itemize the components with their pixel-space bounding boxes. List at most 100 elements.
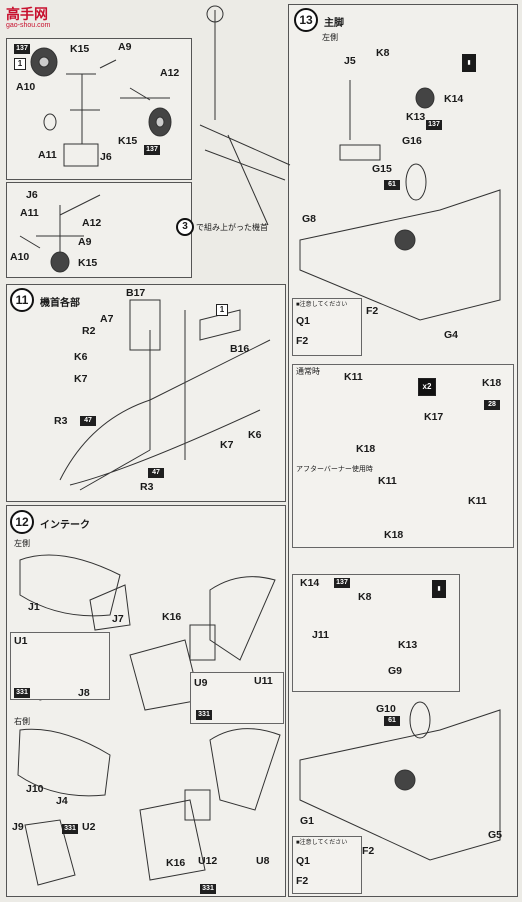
part-label-a10: A10 (16, 81, 36, 93)
caution-note: ■注意してください (296, 302, 348, 308)
part-label-q1: Q1 (296, 855, 311, 867)
part-label-f2: F2 (366, 305, 379, 317)
step-title: 機首各部 (40, 298, 80, 309)
part-label-k18: K18 (384, 529, 404, 541)
step-number-circle: 12 (10, 510, 34, 534)
step-title: インテーク (40, 520, 90, 531)
part-label-j9: J9 (12, 821, 24, 833)
part-label-j7: J7 (112, 613, 124, 625)
part-label-j4: J4 (56, 795, 68, 807)
part-label-j10: J10 (26, 783, 44, 795)
part-label-k18: K18 (356, 443, 376, 455)
step-number-circle: 13 (294, 8, 318, 32)
part-label-k13: K13 (406, 111, 426, 123)
caution-note: ■注意してください (296, 840, 348, 846)
part-number-badge: 47 (148, 468, 164, 478)
step-title: 主脚 (324, 18, 344, 29)
part-label-a7: A7 (100, 313, 114, 325)
part-label-k11: K11 (378, 475, 397, 487)
part-label-r3: R3 (140, 481, 154, 493)
part-label-u9: U9 (194, 677, 208, 689)
part-label-g1: G1 (300, 815, 315, 827)
count-box: 1 (14, 58, 26, 70)
note-box-super-pack (292, 298, 362, 356)
part-label-j11: J11 (312, 629, 329, 641)
part-label-g10: G10 (376, 703, 396, 715)
part-label-k8: K8 (358, 591, 372, 603)
part-label-k7: K7 (220, 439, 234, 451)
side-label-left: 左側 (322, 33, 338, 42)
part-label-q1: Q1 (296, 315, 311, 327)
part-number-badge: 61 (384, 716, 400, 726)
part-label-k14: K14 (444, 93, 464, 105)
part-label-u2: U2 (82, 821, 96, 833)
part-label-k15: K15 (78, 257, 98, 269)
part-label-g8: G8 (302, 213, 317, 225)
part-label-k6: K6 (248, 429, 262, 441)
part-label-u12: U12 (198, 855, 218, 867)
part-number-badge: 137 (14, 44, 30, 54)
part-label-k6: K6 (74, 351, 88, 363)
part-label-r3: R3 (54, 415, 68, 427)
part-label-g16: G16 (402, 135, 422, 147)
part-label-u11: U11 (254, 675, 273, 687)
part-number-badge: 137 (426, 120, 442, 130)
side-label-left: 左側 (14, 539, 30, 548)
part-label-k11: K11 (344, 371, 363, 383)
part-label-j8: J8 (78, 687, 90, 699)
quantity-badge: x2 (418, 378, 436, 396)
part-label-u8: U8 (256, 855, 270, 867)
part-label-b16: B16 (230, 343, 250, 355)
part-label-a10: A10 (10, 251, 30, 263)
part-number-badge: 47 (80, 416, 96, 426)
part-number-badge: 331 (62, 824, 78, 834)
normal-mode-label: 通常時 (296, 367, 320, 376)
part-label-a12: A12 (82, 217, 102, 229)
part-label-r2: R2 (82, 325, 96, 337)
part-tree-icon: ▮ (432, 580, 446, 598)
part-label-k15: K15 (70, 43, 90, 55)
part-label-b17: B17 (126, 287, 146, 299)
part-label-k13: K13 (398, 639, 418, 651)
assembly-note: で組み上がった機首 (196, 223, 268, 232)
part-label-g15: G15 (372, 163, 392, 175)
side-label-right: 右側 (14, 717, 30, 726)
inset-exhaust (292, 364, 514, 548)
part-number-badge: 331 (196, 710, 212, 720)
part-label-j6: J6 (100, 151, 112, 163)
part-label-a11: A11 (38, 149, 57, 161)
note-box-super-pack (292, 836, 362, 894)
part-tree-icon: ▮ (462, 54, 476, 72)
step-number-circle: 3 (176, 218, 194, 236)
part-label-k7: K7 (74, 373, 88, 385)
part-label-k14: K14 (300, 577, 320, 589)
part-label-k11: K11 (468, 495, 487, 507)
part-number-badge: 137 (334, 578, 350, 588)
part-number-badge: 28 (484, 400, 500, 410)
part-label-f2: F2 (362, 845, 375, 857)
part-label-j1: J1 (28, 601, 40, 613)
part-label-a9: A9 (118, 41, 132, 53)
step-number-circle: 11 (10, 288, 34, 312)
part-label-k16: K16 (162, 611, 182, 623)
watermark-logo: 高手网 (6, 6, 48, 22)
afterburner-mode-label: アフターバーナー使用時 (296, 466, 373, 473)
part-label-k15: K15 (118, 135, 138, 147)
part-label-a11: A11 (20, 207, 39, 219)
part-label-k18: K18 (482, 377, 502, 389)
panel-step11 (6, 284, 286, 502)
part-number-badge: 137 (144, 145, 160, 155)
part-label-k8: K8 (376, 47, 390, 59)
part-label-f2: F2 (296, 335, 309, 347)
part-label-g9: G9 (388, 665, 403, 677)
part-label-j6: J6 (26, 189, 38, 201)
part-number-badge: 61 (384, 180, 400, 190)
part-number-badge: 331 (14, 688, 30, 698)
part-label-a12: A12 (160, 67, 180, 79)
part-label-g5: G5 (488, 829, 503, 841)
watermark-url: gao-shou.com (6, 22, 51, 29)
count-box: 1 (216, 304, 228, 316)
part-number-badge: 331 (200, 884, 216, 894)
part-label-a9: A9 (78, 236, 92, 248)
part-label-j5: J5 (344, 55, 356, 67)
